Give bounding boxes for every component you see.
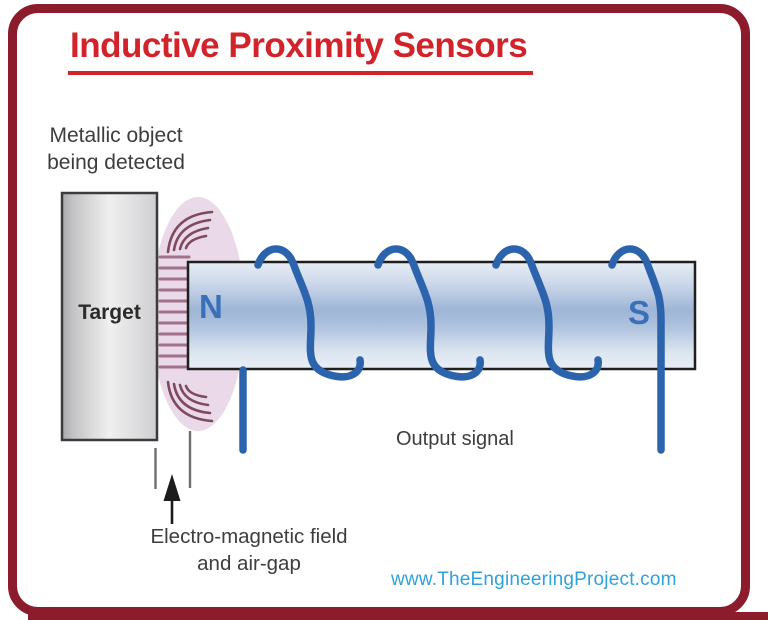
field-arcs-top bbox=[166, 210, 214, 254]
field-dashes bbox=[158, 255, 191, 369]
metallic-object-label-line1: Metallic object bbox=[49, 124, 183, 147]
target-rect bbox=[60, 191, 159, 442]
field-airgap-label: Electro-magnetic field and air-gap bbox=[138, 523, 360, 577]
metallic-object-label-line2: being detected bbox=[47, 151, 185, 174]
target-label: Target bbox=[78, 301, 141, 324]
south-pole-label: S bbox=[628, 294, 651, 331]
field-airgap-label-line1: Electro-magnetic field bbox=[150, 525, 348, 548]
output-signal-label: Output signal bbox=[396, 428, 514, 450]
sensor-bar bbox=[186, 260, 697, 371]
north-pole-label: N bbox=[199, 288, 223, 325]
field-arcs-bottom bbox=[166, 380, 214, 423]
coil-wire bbox=[239, 245, 665, 454]
field-airgap-label-line2: and air-gap bbox=[197, 552, 301, 575]
website-link[interactable]: www.TheEngineeringProject.com bbox=[391, 569, 677, 590]
page-border-frame bbox=[8, 4, 750, 616]
air-gap-lines bbox=[154, 431, 192, 489]
metallic-object-label: Metallic object being detected bbox=[28, 122, 204, 176]
up-arrow-icon bbox=[163, 474, 181, 524]
page-title: Inductive Proximity Sensors bbox=[68, 26, 534, 75]
bottom-border-strip bbox=[28, 612, 768, 620]
